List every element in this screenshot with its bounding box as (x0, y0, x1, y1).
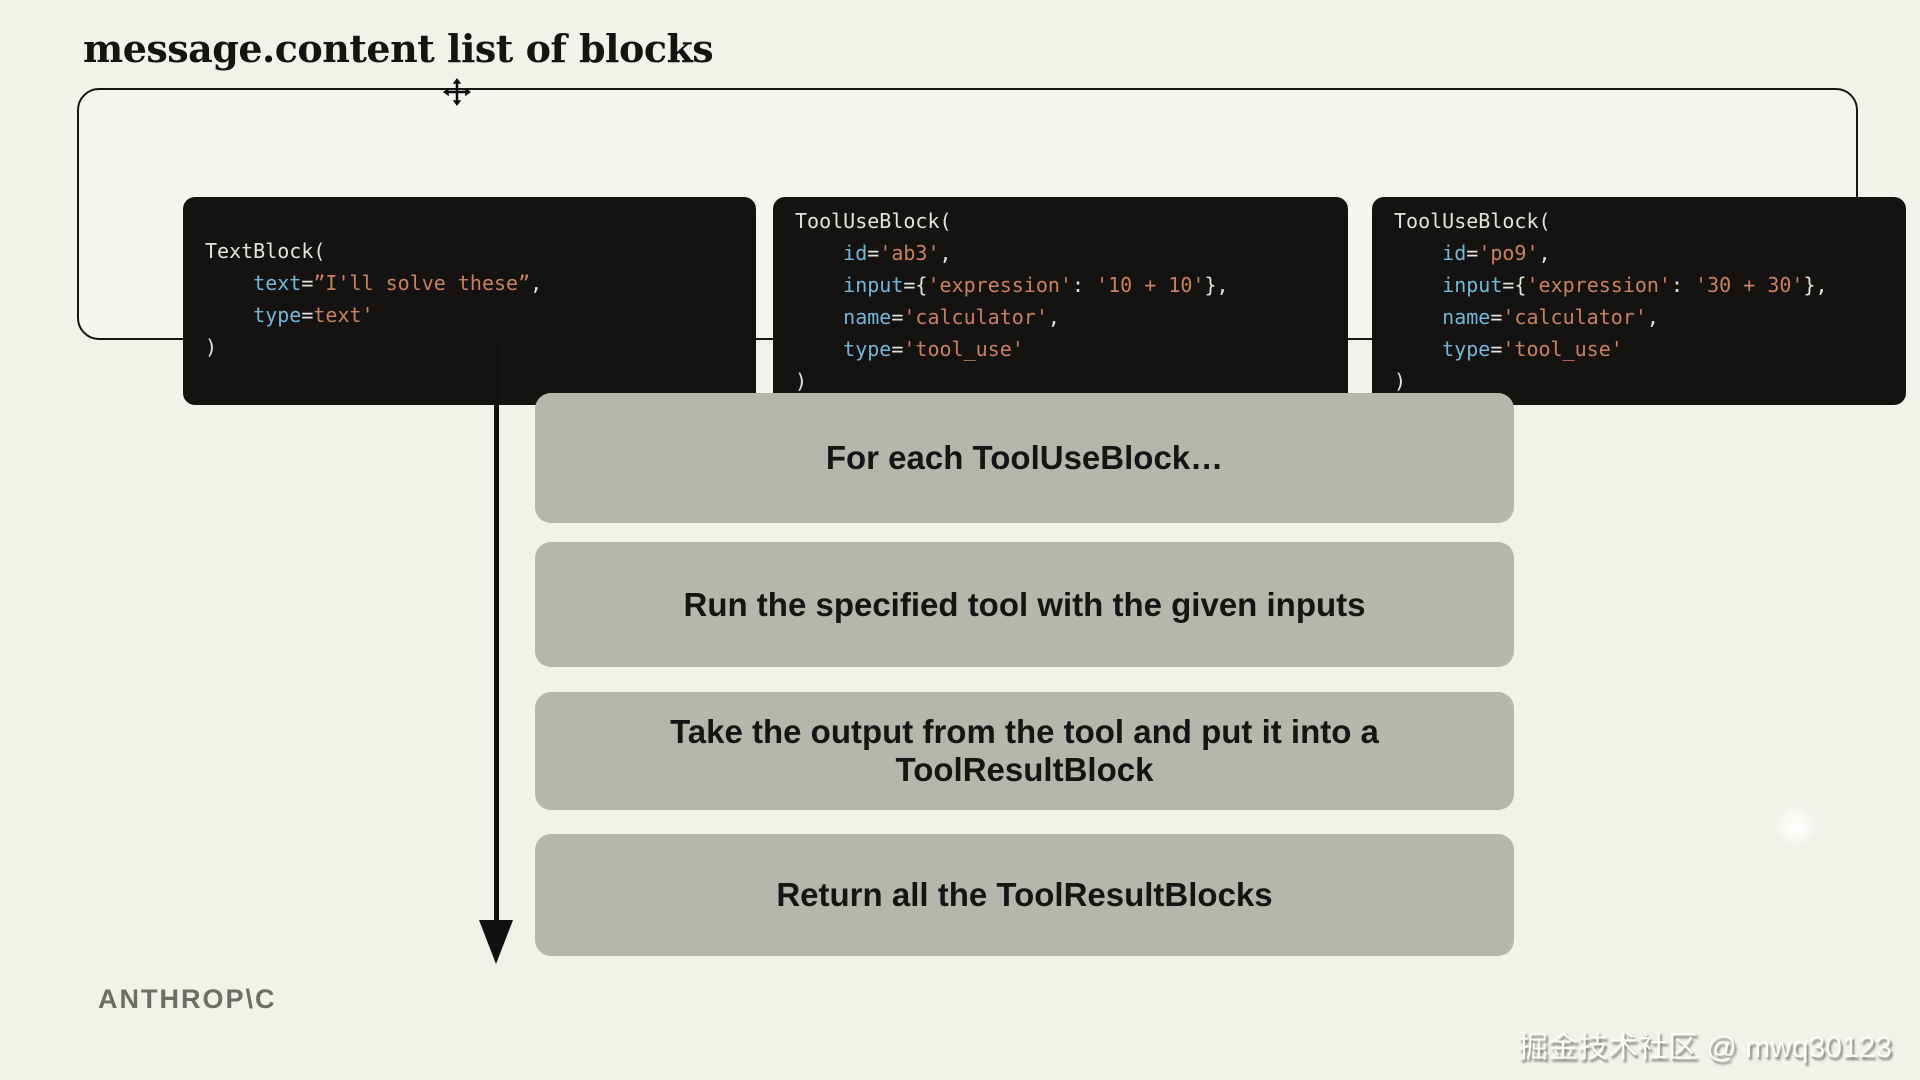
watermark-text: 掘金技术社区 @ mwq30123 (1518, 1031, 1892, 1064)
step-label: Return all the ToolResultBlocks (776, 876, 1273, 914)
message-content-blocks-container[interactable]: TextBlock( text=”I'll solve these”, type… (77, 88, 1906, 405)
page-title: message.content list of blocks (83, 26, 714, 71)
step-return-toolresultblocks: Return all the ToolResultBlocks (535, 834, 1514, 956)
step-label: Take the output from the tool and put it… (670, 713, 1379, 788)
cursor-glow-dot (1776, 806, 1816, 846)
move-cursor-icon (443, 78, 471, 106)
flow-arrow-line (494, 341, 499, 921)
step-label: For each ToolUseBlock… (825, 439, 1224, 477)
step-for-each-tooluseblock: For each ToolUseBlock… (535, 393, 1514, 523)
step-take-output-toolresultblock: Take the output from the tool and put it… (535, 692, 1514, 810)
step-label: Run the specified tool with the given in… (683, 585, 1366, 623)
code-block-tooluseblock-1: ToolUseBlock( id='ab3', input={'expressi… (773, 197, 1348, 405)
code-block-tooluseblock-2: ToolUseBlock( id='po9', input={'expressi… (1372, 197, 1906, 405)
anthropic-logo: ANTHROP\C (98, 984, 277, 1014)
step-run-specified-tool: Run the specified tool with the given in… (535, 542, 1514, 667)
flow-arrow-head-icon (479, 920, 513, 964)
code-block-textblock: TextBlock( text=”I'll solve these”, type… (183, 197, 756, 405)
